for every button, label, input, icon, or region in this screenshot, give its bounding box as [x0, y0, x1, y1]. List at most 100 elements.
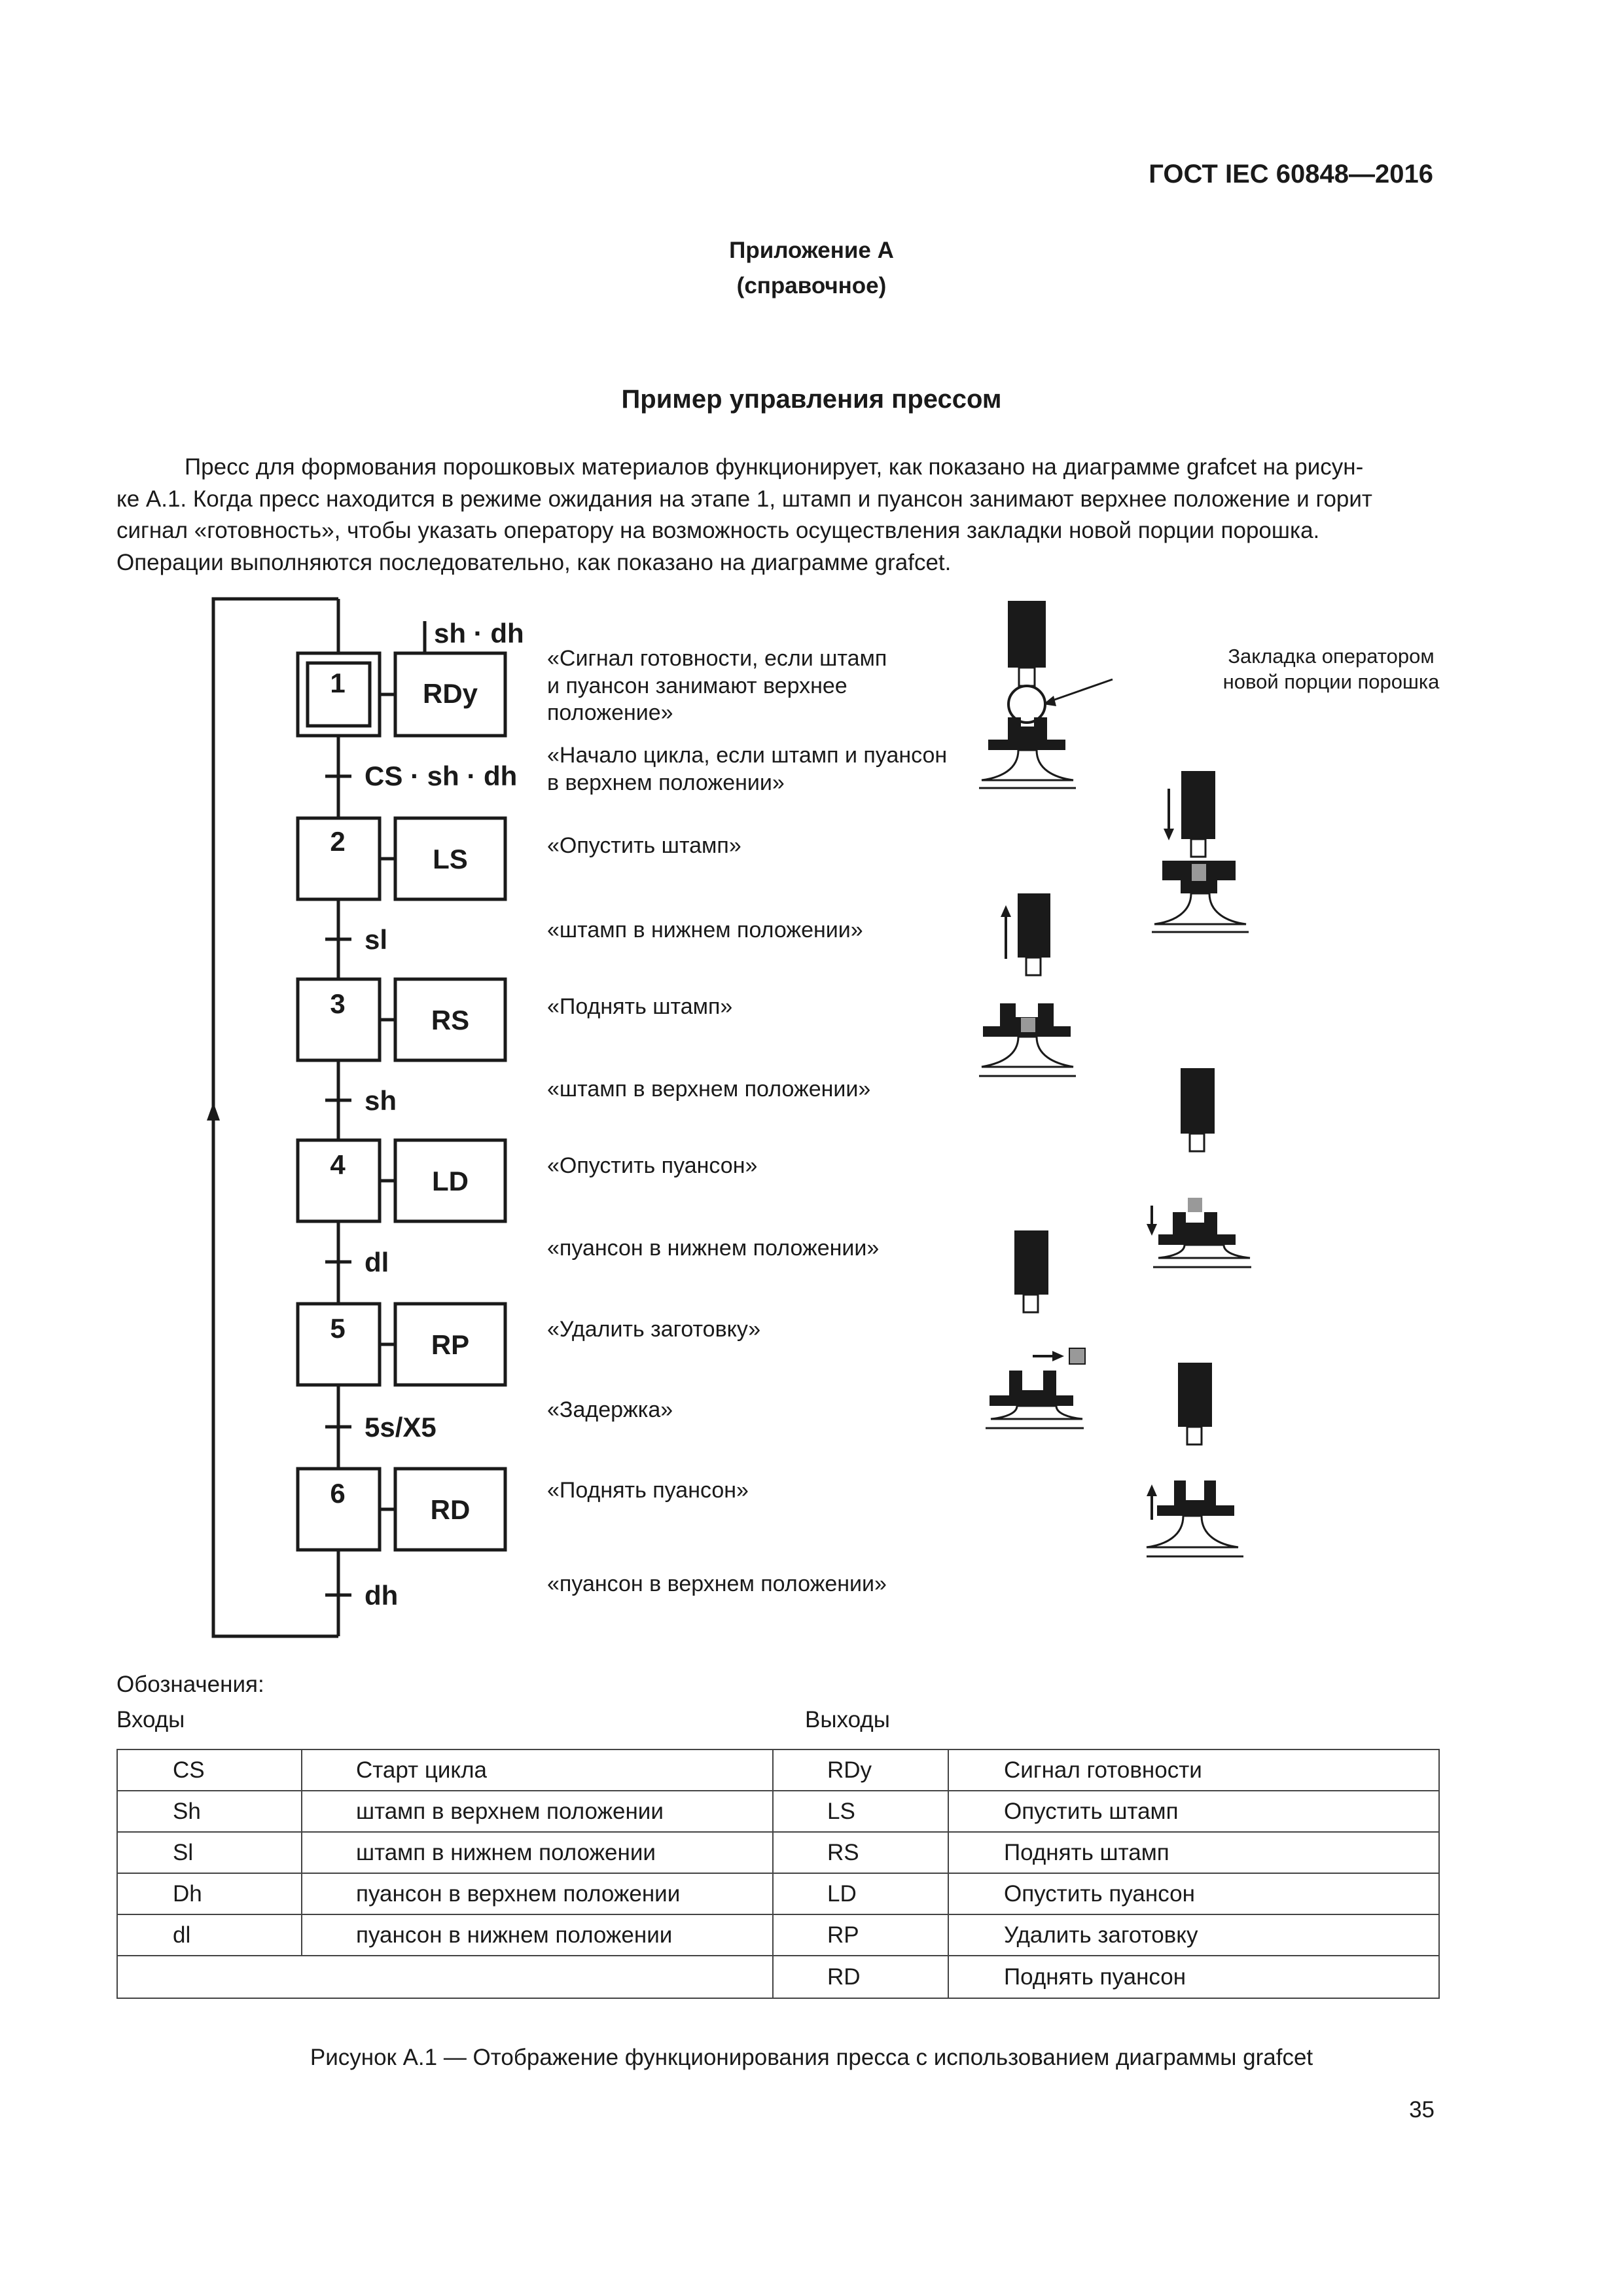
input-code: Dh — [116, 1873, 302, 1915]
action-box-1 — [393, 651, 507, 738]
action-label: LD — [432, 1166, 469, 1196]
description-line: «Поднять пуансон» — [547, 1478, 749, 1503]
description-line: «штамп в нижнем положении» — [547, 918, 863, 942]
transition-label: dl — [365, 1247, 389, 1278]
action-label: RS — [431, 1005, 469, 1035]
description-line: «Опустить пуансон» — [547, 1153, 757, 1178]
initial-step-inner — [306, 661, 372, 728]
table-row: Dh пуансон в верхнем положении LD Опусти… — [116, 1873, 1440, 1915]
section-title: Пример управления прессом — [621, 385, 1002, 414]
legend-caption: Обозначения: — [116, 1672, 264, 1697]
document-code: ГОСТ IEC 60848—2016 — [1149, 160, 1433, 188]
description-line: «Сигнал готовности, если штамп — [547, 646, 887, 671]
press-state-die-idle-icon — [1014, 1230, 1048, 1314]
description-line: в верхнем положении» — [547, 770, 785, 795]
description-line: «Поднять штамп» — [547, 994, 732, 1019]
press-state-remove-icon — [986, 1348, 1086, 1429]
input-description: штамп в верхнем положении — [301, 1790, 774, 1833]
intro-line: Пресс для формования порошковых материал… — [185, 454, 1364, 480]
input-code: dl — [116, 1914, 302, 1956]
step-number: 5 — [330, 1313, 345, 1344]
description-line: «Опустить штамп» — [547, 833, 741, 858]
outputs-caption: Выходы — [805, 1707, 890, 1732]
output-description: Поднять пуансон — [948, 1955, 1440, 1999]
input-code: Sh — [116, 1790, 302, 1833]
appendix-title: Приложение А (справочное) — [0, 233, 1623, 304]
table-row: CS Старт цикла RDy Сигнал готовности — [116, 1749, 1440, 1791]
input-description: Старт цикла — [301, 1749, 774, 1791]
step-boxes — [296, 651, 507, 1552]
output-code: LD — [772, 1873, 949, 1915]
action-label: LS — [433, 844, 468, 874]
input-code: CS — [116, 1749, 302, 1791]
output-description: Удалить заготовку — [948, 1914, 1440, 1956]
description-line: «Удалить заготовку» — [547, 1317, 760, 1342]
action-box-6 — [393, 1467, 507, 1552]
description-line: положение» — [547, 700, 673, 725]
legend-table: CS Старт цикла RDy Сигнал готовности Sh … — [116, 1749, 1440, 1999]
press-state-die-down-icon — [1152, 771, 1249, 933]
transition-label: dh — [365, 1580, 398, 1611]
input-description: пуансон в нижнем положении — [301, 1914, 774, 1956]
transition-label: sl — [365, 924, 387, 955]
output-description: Опустить штамп — [948, 1790, 1440, 1833]
action-box-3 — [393, 977, 507, 1062]
step-box-5 — [296, 1302, 382, 1387]
step-number: 3 — [330, 988, 345, 1019]
step-number: 6 — [330, 1478, 345, 1509]
description-line: «Задержка» — [547, 1397, 673, 1422]
page-number: 35 — [1409, 2097, 1435, 2123]
output-description: Сигнал готовности — [948, 1749, 1440, 1791]
note-pointer — [1046, 678, 1113, 704]
intro-line: Операции выполняются последовательно, ка… — [116, 549, 952, 575]
table-row: RD Поднять пуансон — [116, 1955, 1440, 1999]
press-state-punch-up-icon — [1146, 1480, 1243, 1558]
step-number: 1 — [330, 668, 345, 698]
table-row: Sl штамп в нижнем положении RS Поднять ш… — [116, 1831, 1440, 1874]
press-state-workpiece-icon — [979, 1003, 1076, 1077]
input-description: штамп в нижнем положении — [301, 1831, 774, 1874]
description-line: и пуансон занимают верхнее — [547, 673, 847, 698]
intro-paragraph: Пресс для формования порошковых материал… — [116, 452, 1448, 579]
action-box-4 — [393, 1138, 507, 1223]
intro-line: сигнал «готовность», чтобы указать опера… — [116, 518, 1320, 543]
description-line: «пуансон в верхнем положении» — [547, 1571, 887, 1596]
figure-caption: Рисунок А.1 — Отображение функционирован… — [310, 2045, 1313, 2070]
output-description: Опустить пуансон — [948, 1873, 1440, 1915]
table-row: dl пуансон в нижнем положении RP Удалить… — [116, 1914, 1440, 1956]
operator-note-line: новой порции порошка — [1223, 670, 1440, 693]
appendix-title-line2: (справочное) — [736, 273, 887, 298]
initial-condition: sh · dh — [434, 618, 524, 649]
transition-label: 5s/X5 — [365, 1412, 437, 1443]
empty-input-cell — [116, 1955, 774, 1999]
press-state-standby-icon — [979, 601, 1076, 789]
inputs-caption: Входы — [116, 1707, 185, 1732]
action-label: RP — [431, 1329, 469, 1360]
description-line: «пуансон в нижнем положении» — [547, 1236, 879, 1261]
intro-line: ке А.1. Когда пресс находится в режиме о… — [116, 486, 1372, 512]
press-state-die-up-icon — [1001, 893, 1050, 977]
table-row: Sh штамп в верхнем положении LS Опустить… — [116, 1790, 1440, 1833]
output-description: Поднять штамп — [948, 1831, 1440, 1874]
press-state-punch-down-icon — [1147, 1068, 1251, 1268]
output-code: RP — [772, 1914, 949, 1956]
step-box-2 — [296, 816, 382, 901]
output-code: LS — [772, 1790, 949, 1833]
output-code: RDy — [772, 1749, 949, 1791]
note-arrow-icon — [1043, 696, 1056, 706]
step-number: 2 — [330, 826, 345, 857]
input-description: пуансон в верхнем положении — [301, 1873, 774, 1915]
step-box-3 — [296, 977, 382, 1062]
output-code: RS — [772, 1831, 949, 1874]
transition-label: sh — [365, 1085, 397, 1116]
transition-label: CS · sh · dh — [365, 761, 517, 791]
action-box-5 — [393, 1302, 507, 1387]
action-label: RDy — [423, 678, 478, 709]
press-state-die-final-icon — [1178, 1363, 1212, 1446]
description-line: «штамп в верхнем положении» — [547, 1077, 870, 1102]
step-number: 4 — [330, 1149, 346, 1180]
press-illustrations — [979, 601, 1251, 1558]
appendix-title-line1: Приложение А — [729, 238, 894, 263]
action-box-2 — [393, 816, 507, 901]
